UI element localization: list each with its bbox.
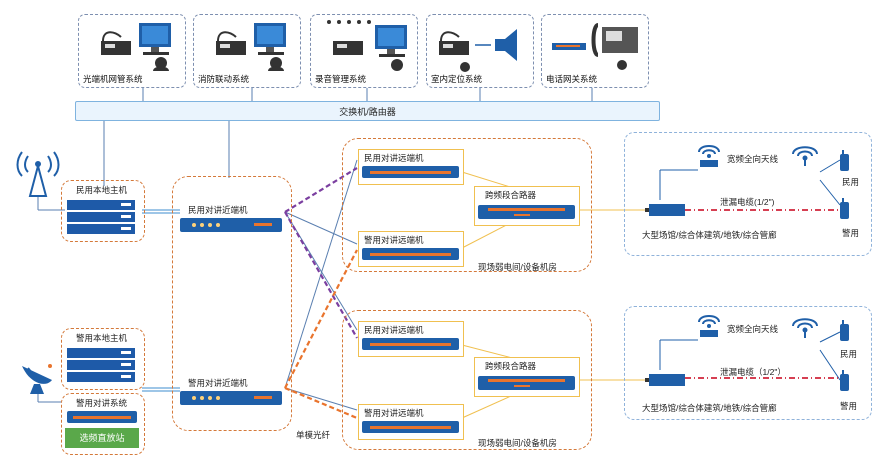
system-box-indoor-positioning: 室内定位系统 [426,14,534,88]
civil-handset-label: 民用 [840,349,858,359]
police-host-group: 警用本地主机 [61,328,145,390]
far-end-police-box-2: 警用对讲远端机 [358,404,464,440]
near-end-group [172,176,292,431]
far-end-civil-box-1: 民用对讲远端机 [358,149,464,185]
satellite-dish-icon [22,364,52,394]
combiner-box-1: 跨频段合路器 [474,186,580,226]
civil-host-label: 民用本地主机 [76,185,128,195]
server-unit [66,359,136,371]
combiner-box-2: 跨频段合路器 [474,357,580,397]
antenna-icon [698,315,720,337]
radio-handset-icon [840,198,849,219]
system-box-fire-linkage: 消防联动系统 [193,14,301,88]
far-end-civil-label: 民用对讲远端机 [364,325,424,335]
system-label: 室内定位系统 [431,74,483,84]
speaker-icon [439,29,517,72]
antenna-icon [698,145,720,167]
system-label: 电话网关系统 [546,74,598,84]
far-end-device [362,248,459,260]
system-label: 光端机网管系统 [83,74,143,84]
system-label: 消防联动系统 [198,74,250,84]
workstation-icon [327,20,407,71]
system-box-phone-gateway: 电话网关系统 [541,14,649,88]
equipment-room-2 [342,310,592,450]
combiner-device [478,376,575,390]
far-end-police-label: 警用对讲远端机 [364,408,424,418]
near-end-police-device [180,391,282,405]
coverage-area-1 [624,132,872,256]
venue-label: 大型场馆/综合体建筑/地铁/综合管廊 [642,403,777,413]
venue-label: 大型场馆/综合体建筑/地铁/综合管廊 [642,230,777,240]
far-end-device [362,338,459,350]
antenna-label: 宽频全向天线 [727,324,779,334]
fiber-label: 单模光纤 [296,430,331,440]
far-end-device [362,421,459,433]
far-end-device [362,166,459,178]
police-system-label: 警用对讲系统 [76,398,128,408]
telephone-icon [552,23,638,70]
server-unit [66,199,136,211]
selective-station: 选频直放站 [65,428,139,448]
system-box-optical-nms: 光端机网管系统 [78,14,186,88]
antenna-tower-icon [16,151,60,197]
repeater-device [67,411,137,423]
room-label: 现场弱电间/设备机房 [478,438,557,448]
combiner-label: 跨频段合路器 [485,190,537,200]
radio-handset-icon [840,370,849,391]
near-end-police-label: 警用对讲近端机 [188,378,248,388]
system-box-recording: 录音管理系统 [310,14,418,88]
leaky-cable-label: 泄漏电缆（1/2"） [720,367,786,377]
switch-router-bar: 交换机/路由器 [75,101,660,121]
police-system-group: 警用对讲系统 选频直放站 [61,393,145,455]
workstation-icon [216,23,286,71]
workstation-icon [101,23,171,71]
coverage-area-2 [624,306,872,420]
civil-host-group: 民用本地主机 [61,180,145,242]
system-label: 录音管理系统 [315,74,367,84]
leaky-cable-label: 泄漏电缆(1/2") [720,197,775,207]
server-unit [66,223,136,235]
server-unit [66,347,136,359]
police-handset-label: 警用 [840,401,858,411]
combiner-label: 跨频段合路器 [485,361,537,371]
combiner-device [478,205,575,219]
switch-label: 交换机/路由器 [339,107,396,117]
antenna-signal-icon [792,146,818,166]
near-end-civil-label: 民用对讲近端机 [188,205,248,215]
room-label: 现场弱电间/设备机房 [478,262,557,272]
far-end-civil-box-2: 民用对讲远端机 [358,321,464,357]
equipment-room-1 [342,138,592,272]
coupler-device-icon [645,374,685,386]
server-unit [66,371,136,383]
antenna-signal-icon [792,318,818,338]
radio-handset-icon [840,150,849,171]
far-end-civil-label: 民用对讲远端机 [364,153,424,163]
antenna-label: 宽频全向天线 [727,154,779,164]
civil-handset-label: 民用 [842,177,860,187]
server-unit [66,211,136,223]
radio-handset-icon [840,320,849,341]
police-handset-label: 警用 [842,228,860,238]
near-end-civil-device [180,218,282,232]
coupler-device-icon [645,204,685,216]
far-end-police-box-1: 警用对讲远端机 [358,231,464,267]
police-host-label: 警用本地主机 [76,333,128,343]
far-end-police-label: 警用对讲远端机 [364,235,424,245]
